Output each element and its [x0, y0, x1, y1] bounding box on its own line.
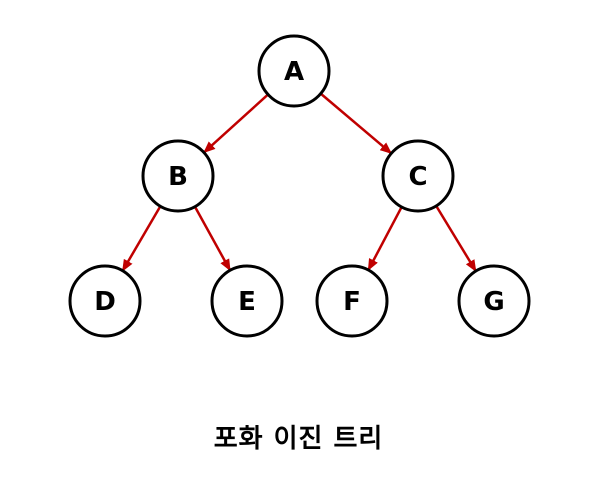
node-b: B — [141, 139, 215, 213]
node-circle-b — [141, 139, 215, 213]
edge-a-b — [203, 93, 269, 154]
node-g: G — [457, 264, 531, 338]
node-circle-g — [457, 264, 531, 338]
tree-diagram: A B C D E F G — [68, 34, 531, 338]
node-c: C — [381, 139, 455, 213]
node-label-f: F — [343, 287, 361, 317]
node-label-b: B — [168, 162, 188, 192]
edge-c-f — [367, 206, 403, 271]
node-label-g: G — [483, 287, 504, 317]
node-e: E — [210, 264, 284, 338]
node-label-a: A — [284, 57, 304, 87]
node-label-e: E — [238, 287, 256, 317]
edge-a-c — [319, 92, 393, 155]
node-circle-f — [315, 264, 389, 338]
nodes-layer: A B C D E F G — [68, 34, 531, 338]
node-circle-c — [381, 139, 455, 213]
node-label-c: C — [408, 162, 427, 192]
diagram-caption: 포화 이진 트리 — [213, 424, 384, 454]
edges-layer — [122, 92, 477, 272]
node-a: A — [257, 34, 331, 108]
node-d: D — [68, 264, 142, 338]
node-f: F — [315, 264, 389, 338]
node-circle-e — [210, 264, 284, 338]
edge-c-g — [435, 205, 477, 272]
node-circle-a — [257, 34, 331, 108]
node-circle-d — [68, 264, 142, 338]
edge-b-e — [193, 206, 231, 272]
edge-b-d — [122, 205, 162, 272]
node-label-d: D — [94, 287, 116, 317]
